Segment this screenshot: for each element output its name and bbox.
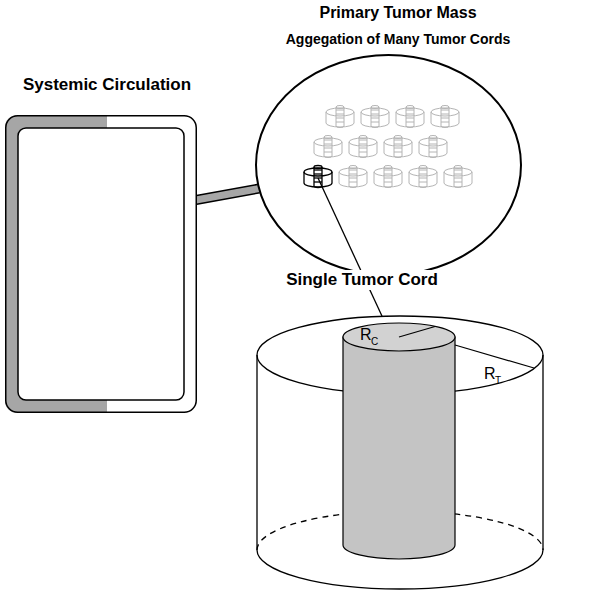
mini-tumor-cord: [339, 166, 367, 188]
capillary-cylinder: [343, 323, 455, 559]
vessel-tube-lumen: [196, 189, 259, 200]
mini-tumor-cord: [326, 106, 354, 128]
mini-tumor-cord: [361, 106, 389, 128]
mini-tumor-cord: [444, 166, 472, 188]
vessel-tube-wall: [196, 189, 259, 200]
circulation-loop-outline: [5, 115, 197, 413]
mini-tumor-cord: [409, 166, 437, 188]
mini-tumor-cord: [384, 136, 412, 158]
mini-tumor-cord: [419, 136, 447, 158]
radius-subscript: C: [371, 337, 378, 347]
tumor-mass-circle: Primary Tumor MassAggegation of Many Tum…: [255, 54, 522, 276]
tumor-mass-circle-outline: [255, 54, 522, 276]
leader-line: [318, 178, 382, 316]
tumor-cord-grid: [304, 106, 472, 188]
node-heading: Systemic Circulation: [21, 75, 193, 95]
tumor-cord-cylinder: Single Tumor Cord: [256, 315, 544, 591]
mini-tumor-cord: [304, 166, 332, 188]
mini-tumor-cord: [349, 136, 377, 158]
node-heading: Aggegation of Many Tumor Cords: [284, 31, 513, 47]
radius-symbol: R: [360, 327, 372, 343]
vessel-outer-wall: [6, 116, 197, 413]
zoom-leader-line: [318, 178, 382, 316]
radius-subscript: T: [495, 376, 501, 386]
tumor-cord-cylinder-outline: [256, 315, 544, 591]
mini-tumor-cord: [374, 166, 402, 188]
cord-radius-line: [455, 345, 534, 368]
capillary-radius-line: [399, 327, 435, 338]
vessel-band: [5, 115, 197, 413]
node-heading: Single Tumor Cord: [284, 270, 440, 290]
node-heading: Primary Tumor Mass: [317, 4, 478, 22]
tumor-mass-outline: [256, 55, 521, 275]
mini-tumor-cord: [314, 136, 342, 158]
radius-symbol: R: [484, 366, 496, 382]
circulation-loop: Systemic Circulation: [5, 115, 197, 413]
mini-tumor-cord: [396, 106, 424, 128]
mini-tumor-cord: [431, 106, 459, 128]
tumor-cord-drawing: [257, 316, 543, 589]
vessel-inner-wall: [18, 128, 184, 400]
blood-vessel-connector: [196, 189, 259, 200]
